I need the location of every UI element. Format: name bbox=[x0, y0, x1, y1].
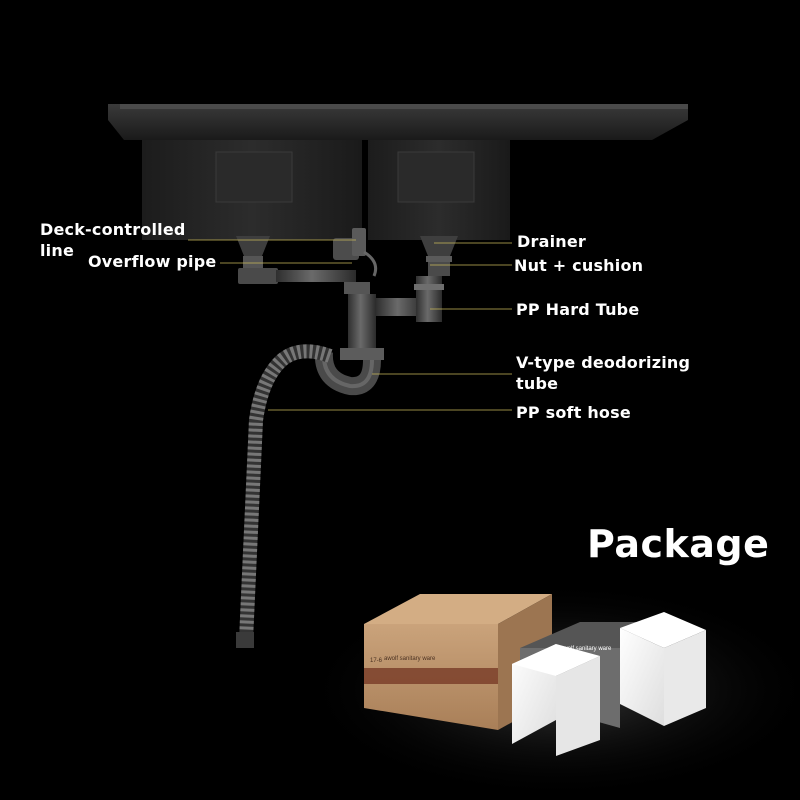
label-deck-controlled-line: Deck-controlled line bbox=[40, 220, 186, 260]
label-v-type-deodorizing-tube: V-type deodorizing tube bbox=[516, 353, 691, 393]
label-drainer: Drainer bbox=[517, 232, 586, 251]
sink-top-plate bbox=[108, 104, 688, 140]
drainer-right bbox=[420, 236, 458, 276]
sink-bowl-left bbox=[142, 140, 362, 240]
carton-brand-text: awolf sanitary ware bbox=[384, 656, 436, 662]
drainer-left bbox=[236, 236, 270, 268]
carton-size-code: 17-6 bbox=[370, 658, 383, 664]
pp-hard-tube bbox=[344, 276, 444, 350]
label-pp-soft-hose: PP soft hose bbox=[516, 403, 631, 422]
package-title: Package bbox=[587, 522, 770, 566]
label-pp-hard-tube: PP Hard Tube bbox=[516, 300, 640, 319]
leader-lines bbox=[188, 239, 512, 411]
v-type-deodorizing-tube bbox=[314, 348, 384, 396]
foam-block-left bbox=[512, 644, 600, 756]
label-nut-cushion: Nut + cushion bbox=[514, 256, 644, 275]
sink-bowl-right bbox=[368, 140, 510, 240]
overflow-assembly bbox=[238, 228, 378, 284]
label-overflow-pipe: Overflow pipe bbox=[88, 252, 217, 271]
foam-block-right bbox=[620, 612, 706, 726]
pp-soft-hose bbox=[236, 344, 333, 648]
packed-sink-brand-text: awolf sanitary ware bbox=[560, 646, 612, 652]
